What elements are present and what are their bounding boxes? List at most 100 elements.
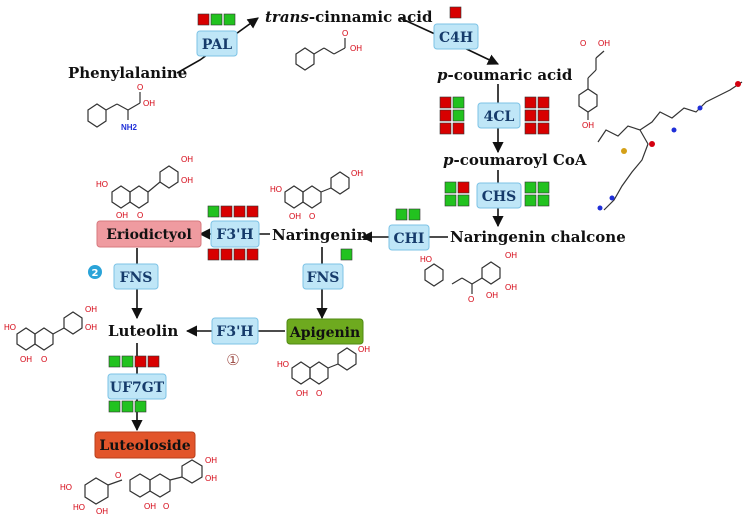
structure-luteolin: HO OH OH OH O xyxy=(4,305,97,364)
marker-1: ① xyxy=(226,351,239,369)
fourcl-left-square-up xyxy=(452,122,465,135)
label-trans-cinnamic-acid: trans-cinnamic acid xyxy=(265,8,433,26)
chs-left-square-down xyxy=(444,194,457,207)
enzyme-4cl-label: 4CL xyxy=(484,109,515,125)
atom-o-lut: O xyxy=(41,355,47,364)
enzyme-c4h: C4H xyxy=(433,23,479,50)
fourcl-left-square-down xyxy=(452,109,465,122)
enzyme-pal: PAL xyxy=(196,30,238,57)
pal-square-up xyxy=(197,13,210,26)
enzyme-uf7gt-label: UF7GT xyxy=(110,380,165,396)
fourcl-right-square-up xyxy=(537,122,550,135)
structure-phenylalanine: O OH NH2 xyxy=(87,83,155,132)
structure-naringenin: HO OH OH O xyxy=(270,169,363,221)
label-apigenin: Apigenin xyxy=(289,325,360,341)
marker-2: 2 xyxy=(88,265,102,279)
product-apigenin: Apigenin xyxy=(286,318,364,345)
label-naringenin-chalcone: Naringenin chalcone xyxy=(450,228,626,246)
f3h-upper-bottom-square-up xyxy=(220,248,233,261)
atom-oh-lutos-bottom: OH xyxy=(144,502,156,511)
gene-squares-pal xyxy=(197,13,236,26)
enzyme-f3h-upper-label: F3'H xyxy=(216,227,253,243)
f3h-upper-top-square-down xyxy=(207,205,220,218)
atom-oh-lutos-top: OH xyxy=(205,456,217,465)
chs-right-square-down xyxy=(524,181,537,194)
gene-squares-4cl-left xyxy=(439,96,465,135)
gene-squares-f3h-upper-bottom xyxy=(207,248,259,261)
structure-coumaric-acid: O OH OH xyxy=(578,39,610,130)
uf7gt-bottom-square-down xyxy=(121,400,134,413)
atom-oh-eri-bottom: OH xyxy=(116,211,128,220)
enzyme-fns-left: FNS xyxy=(113,263,159,290)
uf7gt-top-square-down xyxy=(121,355,134,368)
gene-squares-f3h-upper-top xyxy=(207,205,259,218)
chi-square-down xyxy=(408,208,421,221)
atom-o-chal: O xyxy=(468,295,474,304)
pal-square-down xyxy=(223,13,236,26)
atom-oh-nar-right: OH xyxy=(351,169,363,178)
atom-oh-chal-bottom: OH xyxy=(486,291,498,300)
atom-oh-eri-right: OH xyxy=(181,176,193,185)
gene-squares-chi xyxy=(395,208,421,221)
chs-left-square-down xyxy=(457,194,470,207)
atom-oh-lut-bottom: OH xyxy=(20,355,32,364)
atom-ho-lutos-1: HO xyxy=(60,483,72,492)
structure-eriodictyol: HO OH OH OH O xyxy=(96,155,193,220)
atom-o-phe: O xyxy=(137,83,143,92)
enzyme-4cl: 4CL xyxy=(477,102,521,129)
product-luteoloside: Luteoloside xyxy=(94,431,196,459)
enzyme-chi: CHI xyxy=(388,224,430,251)
atom-oh-lutos-right: OH xyxy=(205,474,217,483)
atom-o-lutos: O xyxy=(163,502,169,511)
enzyme-chs: CHS xyxy=(476,182,522,209)
atom-ho-chal: HO xyxy=(420,255,432,264)
fourcl-right-square-up xyxy=(524,96,537,109)
f3h-upper-top-square-up xyxy=(220,205,233,218)
chs-left-square-up xyxy=(457,181,470,194)
pal-square-down xyxy=(210,13,223,26)
structure-coumaroyl-coa xyxy=(597,81,743,211)
atom-ho-api: HO xyxy=(277,360,289,369)
label-luteolin: Luteolin xyxy=(108,322,178,340)
gene-squares-chs-right xyxy=(524,181,550,207)
enzyme-chs-label: CHS xyxy=(482,189,516,205)
structure-cinnamic-acid: O OH xyxy=(295,29,362,71)
chs-left-square-down xyxy=(444,181,457,194)
gene-squares-chs-left xyxy=(444,181,470,207)
uf7gt-top-square-up xyxy=(147,355,160,368)
enzyme-chi-label: CHI xyxy=(394,231,425,247)
fns-mid-square-down xyxy=(340,248,353,261)
fourcl-left-square-up xyxy=(439,109,452,122)
uf7gt-bottom-square-down xyxy=(134,400,147,413)
structure-apigenin: HO OH OH O xyxy=(277,345,370,398)
fourcl-right-square-up xyxy=(524,109,537,122)
atom-o-cin: O xyxy=(342,29,348,38)
fourcl-right-square-up xyxy=(524,122,537,135)
gene-squares-uf7gt-top xyxy=(108,355,160,368)
atom-oh-lut-top: OH xyxy=(85,305,97,314)
atom-ho-lutos-2: HO xyxy=(73,503,85,512)
fourcl-left-square-up xyxy=(439,122,452,135)
structure-naringenin-chalcone: O HO OH OH OH xyxy=(420,251,517,304)
marker-1-label: ① xyxy=(226,351,239,369)
marker-2-label: 2 xyxy=(92,268,99,279)
fourcl-right-square-up xyxy=(537,109,550,122)
atom-oh-cou-bottom: OH xyxy=(582,121,594,130)
atom-oh-eri-top: OH xyxy=(181,155,193,164)
atom-nh2-phe: NH2 xyxy=(121,123,138,132)
atom-oh-lut-right: OH xyxy=(85,323,97,332)
atom-oh-chal-right: OH xyxy=(505,283,517,292)
atom-ho-lut: HO xyxy=(4,323,16,332)
enzyme-uf7gt: UF7GT xyxy=(107,373,167,400)
atom-o-cou: O xyxy=(580,39,586,48)
atom-oh-nar-bottom: OH xyxy=(289,212,301,221)
f3h-upper-bottom-square-up xyxy=(207,248,220,261)
atom-o-eri: O xyxy=(137,211,143,220)
uf7gt-top-square-down xyxy=(108,355,121,368)
uf7gt-top-square-up xyxy=(134,355,147,368)
label-phenylalanine: Phenylalanine xyxy=(68,64,187,82)
label-eriodictyol: Eriodictyol xyxy=(106,227,192,243)
atom-o-api: O xyxy=(316,389,322,398)
gene-squares-uf7gt-bottom xyxy=(108,400,147,413)
